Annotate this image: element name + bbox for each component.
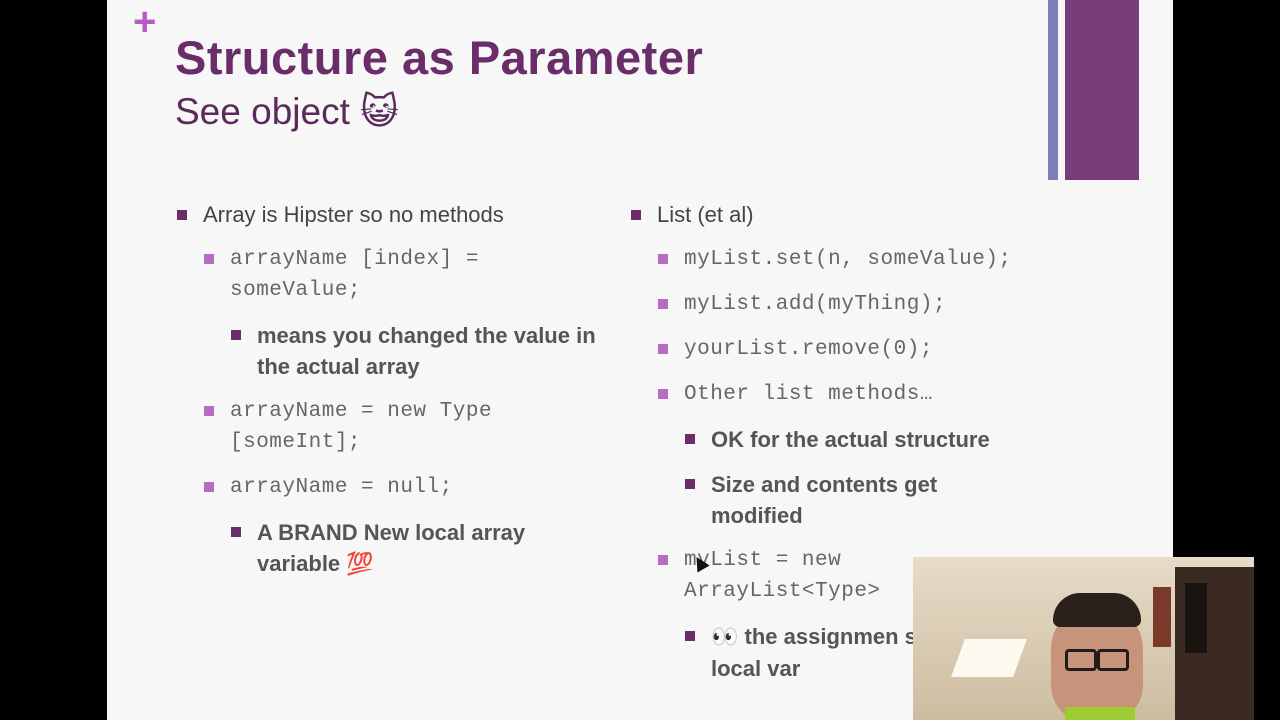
slide: + Structure as Parameter See object 😺 Ar…: [107, 0, 1173, 720]
right-item-3-code: yourList.remove(0);: [684, 338, 933, 361]
square-bullet-icon: [658, 344, 668, 354]
square-bullet-icon: [658, 299, 668, 309]
square-bullet-icon: [685, 434, 695, 444]
left-item-3-sub: A BRAND New local array variable 💯: [177, 517, 597, 580]
left-item-1-sub: means you changed the value in the actua…: [177, 320, 597, 382]
slide-title: Structure as Parameter: [175, 31, 704, 84]
left-item-3: arrayName = null;: [177, 472, 597, 503]
left-item-2-code: arrayName = new Type [someInt];: [230, 400, 493, 454]
right-item-4-code: Other list methods…: [684, 383, 933, 406]
square-bullet-icon: [658, 254, 668, 264]
right-item-2: myList.add(myThing);: [631, 289, 1031, 320]
square-bullet-icon: [231, 330, 241, 340]
hundred-emoji-icon: 💯: [346, 552, 374, 577]
right-item-2-code: myList.add(myThing);: [684, 293, 947, 316]
right-item-5-sub-text: 👀 the assignmen so a new local var: [711, 621, 1031, 684]
left-heading: Array is Hipster so no methods: [203, 202, 504, 227]
square-bullet-icon: [204, 254, 214, 264]
door-window: [1185, 583, 1207, 653]
square-bullet-icon: [204, 406, 214, 416]
square-bullet-icon: [685, 631, 695, 641]
decorative-thick-bar: [1065, 0, 1139, 180]
square-bullet-icon: [177, 210, 187, 220]
presenter-hair: [1053, 593, 1141, 627]
right-item-4: Other list methods…: [631, 379, 1031, 410]
right-item-4-sub-1: OK for the actual structure: [631, 424, 1031, 455]
right-item-1-code: myList.set(n, someValue);: [684, 248, 1012, 271]
square-bullet-icon: [231, 527, 241, 537]
left-item-3-sub-text: A BRAND New local array variable 💯: [257, 517, 597, 580]
slide-subtitle: See object 😺: [175, 90, 399, 133]
webcam-overlay: [913, 557, 1254, 720]
left-item-3-code: arrayName = null;: [230, 476, 453, 499]
right-column: List (et al) myList.set(n, someValue); m…: [631, 200, 1031, 698]
wall-frame: [1153, 587, 1171, 647]
square-bullet-icon: [204, 482, 214, 492]
glasses-right-lens: [1097, 649, 1129, 671]
left-item-2: arrayName = new Type [someInt];: [177, 396, 597, 458]
left-heading-item: Array is Hipster so no methods: [177, 200, 597, 230]
right-item-5: myList = new ArrayList<Type>: [631, 545, 1031, 607]
square-bullet-icon: [685, 479, 695, 489]
left-item-1: arrayName [index] = someValue;: [177, 244, 597, 306]
plus-icon: +: [133, 0, 157, 44]
left-item-3-sub-label: A BRAND New local array variable: [257, 520, 526, 576]
eyes-emoji-icon: 👀: [711, 625, 739, 650]
subtitle-text: See object: [175, 91, 350, 132]
square-bullet-icon: [658, 389, 668, 399]
square-bullet-icon: [631, 210, 641, 220]
right-item-1: myList.set(n, someValue);: [631, 244, 1031, 275]
left-item-1-code: arrayName [index] = someValue;: [230, 248, 479, 302]
right-item-4-sub-1-text: OK for the actual structure: [711, 427, 990, 452]
square-bullet-icon: [658, 555, 668, 565]
cat-emoji-icon: 😺: [360, 90, 399, 133]
right-heading-item: List (et al): [631, 200, 1031, 230]
right-heading: List (et al): [657, 202, 754, 227]
right-item-5-code: myList = new ArrayList<Type>: [684, 549, 881, 603]
right-item-4-sub-2: Size and contents get modified: [631, 469, 1031, 531]
right-item-5-sub: 👀 the assignmen so a new local var: [631, 621, 1031, 684]
decorative-thin-bar: [1048, 0, 1058, 180]
right-item-4-sub-2-text: Size and contents get modified: [711, 472, 938, 528]
left-item-1-sub-text: means you changed the value in the actua…: [257, 323, 596, 379]
right-item-5-sub-label: the assignmen so a new local var: [711, 624, 998, 681]
presenter-shirt: [1065, 707, 1135, 720]
left-column: Array is Hipster so no methods arrayName…: [177, 200, 597, 594]
right-item-3: yourList.remove(0);: [631, 334, 1031, 365]
glasses-left-lens: [1065, 649, 1097, 671]
